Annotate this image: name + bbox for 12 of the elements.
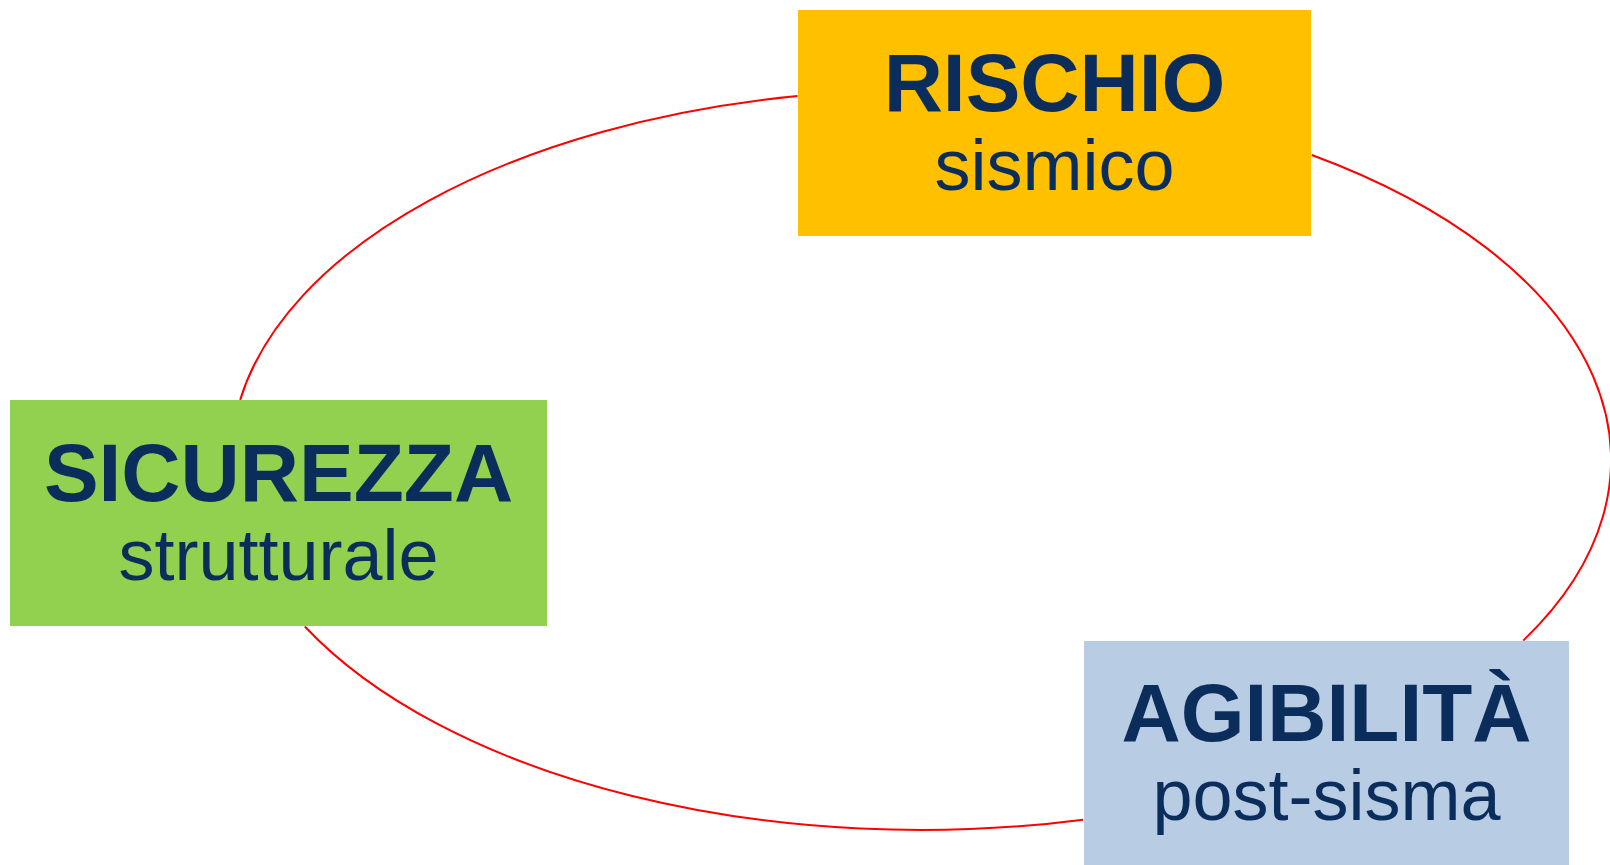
box-heading: AGIBILITÀ [1121, 670, 1532, 757]
box-subtitle: strutturale [118, 516, 439, 596]
concept-box [798, 10, 1311, 236]
concept-box [10, 400, 547, 626]
box-heading: RISCHIO [883, 40, 1226, 127]
ellipse-arc-connector [303, 625, 1084, 831]
box-heading: SICUREZZA [43, 430, 514, 517]
box-subtitle: sismico [934, 126, 1175, 206]
box-subtitle: post-sisma [1152, 756, 1501, 836]
ellipse-arc-connector [1310, 154, 1610, 642]
concept-box [1084, 641, 1569, 865]
ellipse-arc-connector [239, 94, 799, 401]
